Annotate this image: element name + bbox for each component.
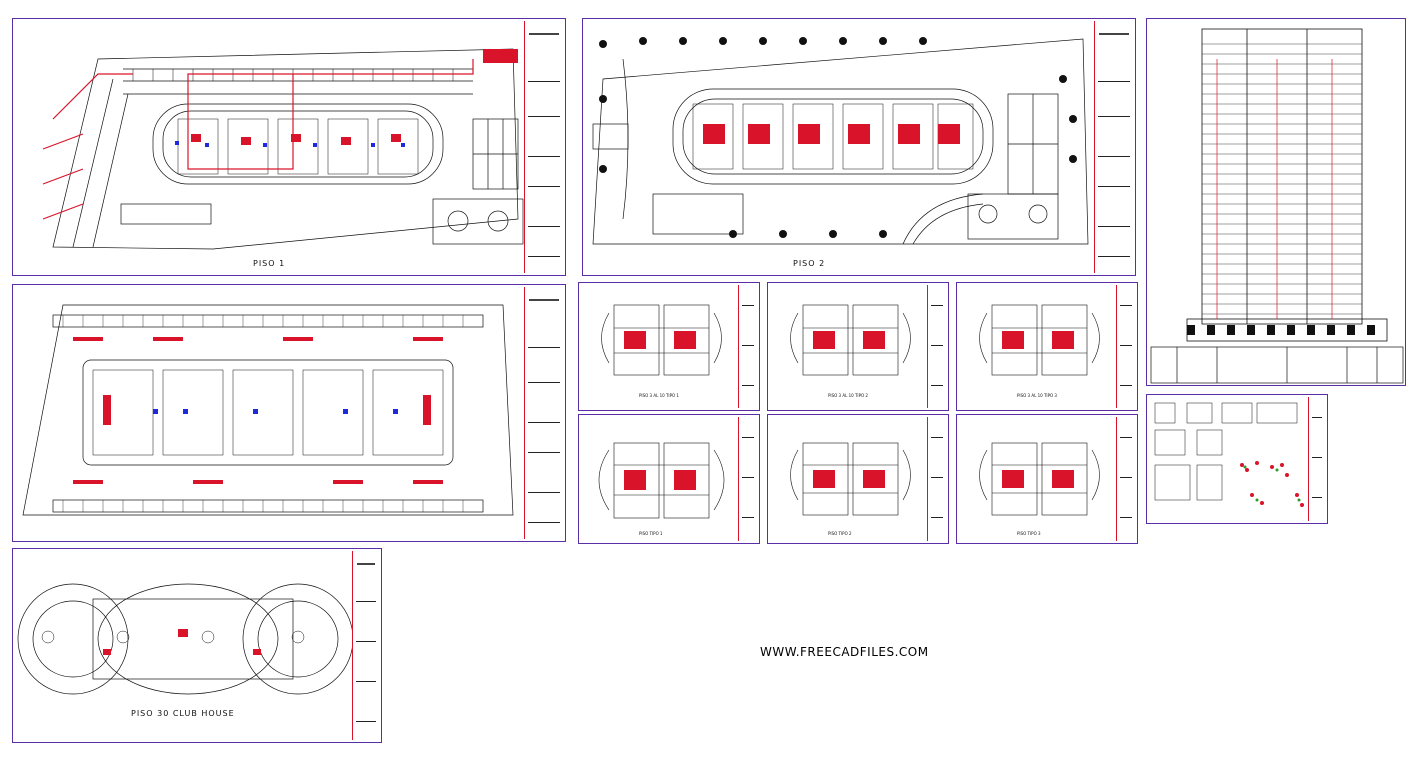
title-block xyxy=(927,417,946,541)
sheet-title: PISO TIPO 1 xyxy=(639,531,663,536)
sheet-tipo-1[interactable]: PISO 3 AL 10 TIPO 1 xyxy=(578,282,760,411)
title-block xyxy=(352,551,379,740)
sheet-tipo-6[interactable]: PISO TIPO 3 xyxy=(956,414,1138,544)
parking-drawing xyxy=(22,304,514,516)
sheet-club-house[interactable]: PISO 30 CLUB HOUSE xyxy=(12,548,382,743)
floor-plan-drawing xyxy=(790,304,911,376)
sheet-title: PISO 3 AL 10 TIPO 1 xyxy=(639,393,679,398)
sheet-title: PISO 1 xyxy=(253,259,286,268)
piso-1-drawing xyxy=(42,48,524,250)
title-block xyxy=(1094,21,1133,273)
sheet-tipo-3[interactable]: PISO 3 AL 10 TIPO 3 xyxy=(956,282,1138,411)
title-block xyxy=(738,417,757,541)
sheet-tipo-4[interactable]: PISO TIPO 1 xyxy=(578,414,760,544)
floor-plan-drawing xyxy=(790,442,911,516)
floor-plan-drawing xyxy=(601,304,722,376)
sheet-title: PISO 3 AL 10 TIPO 3 xyxy=(1017,393,1057,398)
sheet-title: PISO 2 xyxy=(793,259,826,268)
title-block xyxy=(1116,417,1135,541)
title-block xyxy=(927,285,946,408)
club-house-drawing xyxy=(17,583,354,695)
watermark-text: WWW.FREECADFILES.COM xyxy=(760,645,929,659)
elevation-drawing xyxy=(1150,28,1404,384)
sheet-title: PISO 30 CLUB HOUSE xyxy=(131,709,235,718)
title-block xyxy=(524,287,563,539)
title-block xyxy=(1116,285,1135,408)
sheet-tipo-5[interactable]: PISO TIPO 2 xyxy=(767,414,949,544)
floor-plan-drawing xyxy=(979,304,1100,376)
sheet-title: PISO TIPO 2 xyxy=(828,531,852,536)
sheet-tipo-2[interactable]: PISO 3 AL 10 TIPO 2 xyxy=(767,282,949,411)
title-block xyxy=(524,21,563,273)
sheet-piso-1[interactable]: PISO 1 xyxy=(12,18,566,276)
title-block xyxy=(1308,397,1325,521)
floor-plan-drawing xyxy=(598,442,725,519)
sheet-title: PISO 3 AL 10 TIPO 2 xyxy=(828,393,868,398)
floor-plan-drawing xyxy=(979,442,1100,516)
sheet-elevation[interactable] xyxy=(1146,18,1406,386)
details-drawing xyxy=(1154,402,1304,507)
sheet-parking[interactable] xyxy=(12,284,566,542)
sheet-piso-2[interactable]: PISO 2 xyxy=(582,18,1136,276)
piso-2-drawing xyxy=(592,37,1089,245)
sheet-title: PISO TIPO 3 xyxy=(1017,531,1041,536)
title-block xyxy=(738,285,757,408)
sheet-details[interactable] xyxy=(1146,394,1328,524)
